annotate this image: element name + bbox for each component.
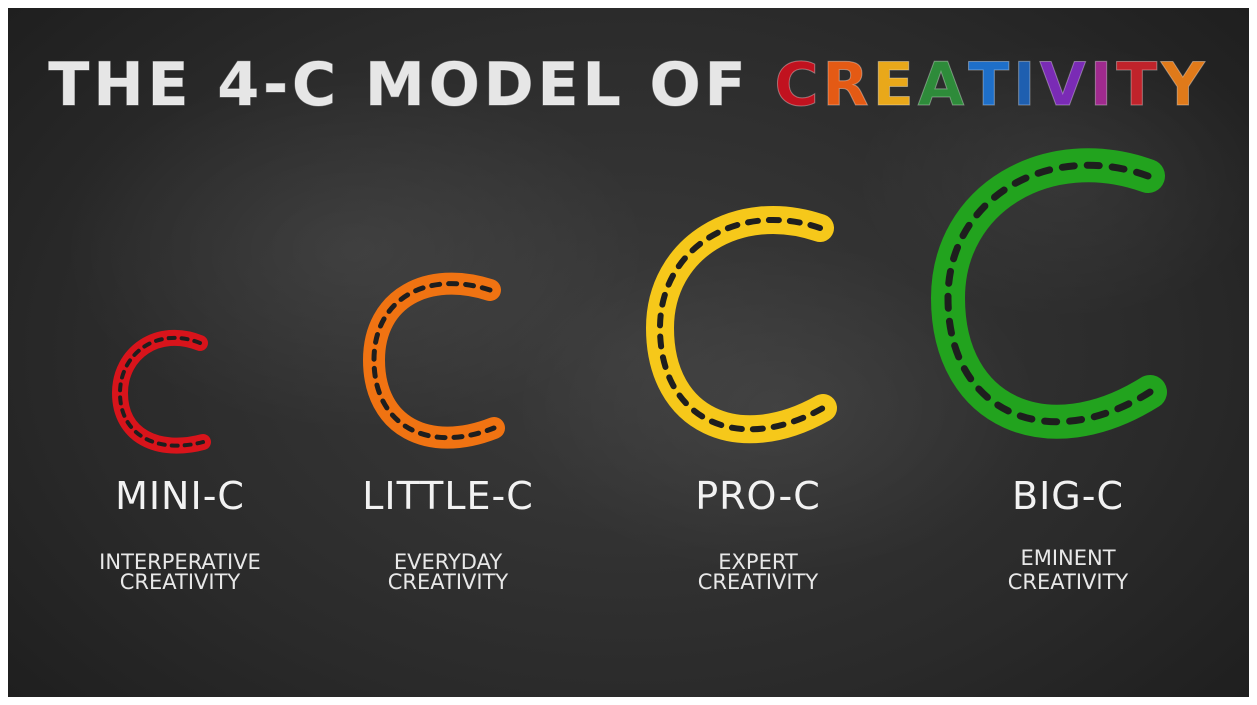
- title-letter: T: [1116, 50, 1162, 121]
- pro-c-description-line2: CREATIVITY: [697, 570, 819, 594]
- title-letter: I: [1089, 50, 1117, 121]
- big-c-label: BIG-C: [1012, 474, 1124, 518]
- title-letter: Y: [1161, 50, 1209, 121]
- big-c-description-line1: EMINENT: [1020, 546, 1116, 570]
- mini-c-icon: [111, 330, 211, 454]
- title-letter: R: [822, 50, 873, 121]
- mini-c-label: MINI-C: [115, 474, 245, 518]
- pro-c-icon: [645, 206, 837, 444]
- title-letter: C: [774, 50, 823, 121]
- big-c-description-line2: CREATIVITY: [1007, 570, 1129, 594]
- mini-c-description-line1: INTERPERATIVE: [99, 550, 261, 574]
- c-shapes: [111, 148, 1167, 454]
- title-prefix: THE 4-C MODEL OF: [48, 50, 775, 121]
- little-c-description-line1: EVERYDAY: [393, 550, 503, 574]
- title-letter: V: [1039, 50, 1090, 121]
- page-title: THE 4-C MODEL OF CREATIVITY: [8, 50, 1249, 121]
- title-highlight: CREATIVITY: [774, 50, 1209, 121]
- pro-c-description-line1: EXPERT: [718, 550, 798, 574]
- title-letter: E: [872, 50, 918, 121]
- title-letter: A: [917, 50, 969, 121]
- pro-c-label: PRO-C: [695, 474, 821, 518]
- little-c-description-line2: CREATIVITY: [387, 570, 509, 594]
- title-letter: I: [1013, 50, 1040, 121]
- little-c-icon: [362, 272, 505, 449]
- little-c-label: LITTLE-C: [362, 474, 534, 518]
- title-letter: T: [968, 50, 1014, 121]
- chalkboard: THE 4-C MODEL OF CREATIVITY: [8, 8, 1249, 697]
- mini-c-description-line2: CREATIVITY: [119, 570, 241, 594]
- big-c-icon: [930, 148, 1167, 439]
